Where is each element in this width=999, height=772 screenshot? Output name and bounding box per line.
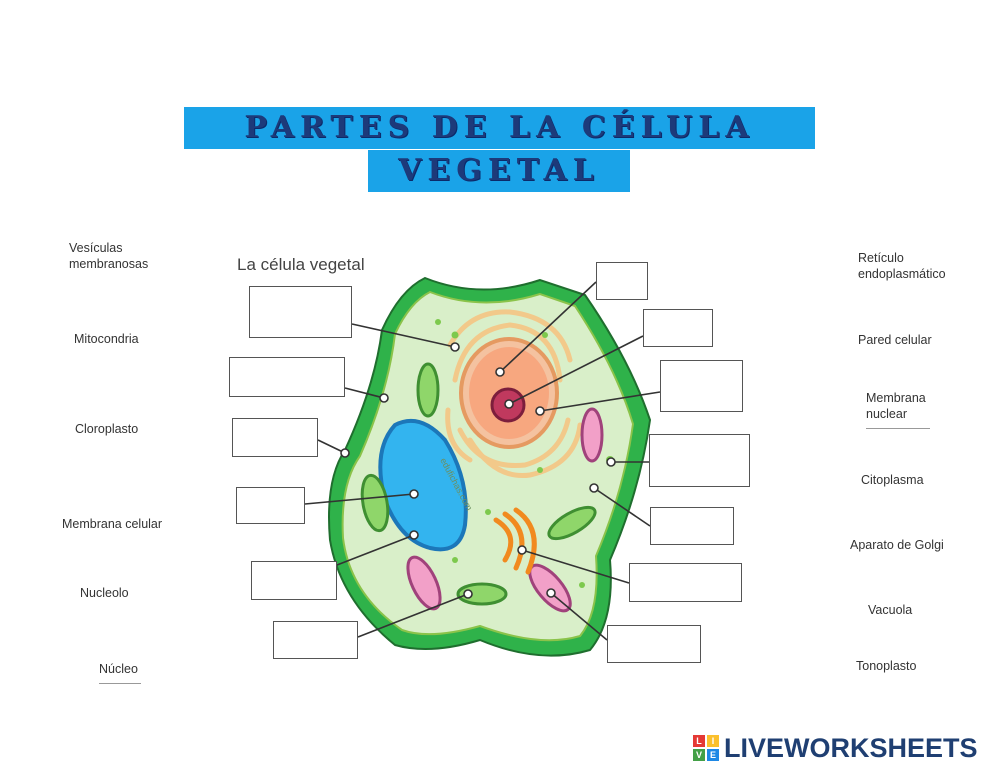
worksheet-title-line-1: PARTES DE LA CÉLULA bbox=[184, 107, 815, 149]
word-membrana-celular[interactable]: Membrana celular bbox=[62, 517, 163, 531]
word-nucleo[interactable]: Núcleo bbox=[99, 661, 141, 684]
word-cloroplasto[interactable]: Cloroplasto bbox=[75, 422, 139, 436]
word-pared-celular[interactable]: Pared celular bbox=[858, 333, 932, 347]
answer-box-9[interactable] bbox=[660, 360, 743, 412]
word-reticulo-endoplasmatico[interactable]: Retículo endoplasmático bbox=[858, 251, 946, 281]
answer-box-8[interactable] bbox=[643, 309, 713, 347]
answer-box-7[interactable] bbox=[596, 262, 648, 300]
diagram-caption: La célula vegetal bbox=[237, 255, 365, 274]
liveworksheets-logo: L I V E LIVEWORKSHEETS bbox=[693, 731, 978, 765]
answer-box-11[interactable] bbox=[650, 507, 734, 545]
answer-box-5[interactable] bbox=[251, 561, 337, 600]
word-nucleolo[interactable]: Nucleolo bbox=[80, 586, 129, 600]
word-mitocondria[interactable]: Mitocondria bbox=[74, 332, 139, 346]
answer-box-1[interactable] bbox=[249, 286, 352, 338]
answer-box-3[interactable] bbox=[232, 418, 318, 457]
word-aparato-de-golgi[interactable]: Aparato de Golgi bbox=[850, 538, 944, 552]
endoplasmic-reticulum bbox=[445, 309, 583, 479]
word-tonoplasto[interactable]: Tonoplasto bbox=[856, 659, 917, 673]
golgi-apparatus bbox=[493, 507, 537, 575]
answer-box-6[interactable] bbox=[273, 621, 358, 659]
chloroplasts bbox=[360, 362, 597, 606]
leader-dots bbox=[340, 342, 616, 599]
worksheet-title-line-2: VEGETAL bbox=[368, 150, 630, 192]
answer-box-12[interactable] bbox=[629, 563, 742, 602]
answer-box-13[interactable] bbox=[607, 625, 701, 663]
word-vesiculas-membranosas[interactable]: Vesículas membranosas bbox=[69, 241, 149, 271]
word-citoplasma[interactable]: Citoplasma bbox=[861, 473, 924, 487]
answer-box-10[interactable] bbox=[649, 434, 750, 487]
word-vacuola[interactable]: Vacuola bbox=[868, 603, 913, 617]
liveworksheets-wordmark: LIVEWORKSHEETS bbox=[724, 732, 978, 763]
mitochondria bbox=[406, 407, 604, 613]
leader-lines bbox=[304, 281, 661, 641]
answer-box-4[interactable] bbox=[236, 487, 305, 524]
liveworksheets-mark-icon: L I V E bbox=[693, 735, 719, 761]
answer-box-2[interactable] bbox=[229, 357, 345, 397]
word-membrana-nuclear[interactable]: Membrana nuclear bbox=[866, 390, 930, 429]
